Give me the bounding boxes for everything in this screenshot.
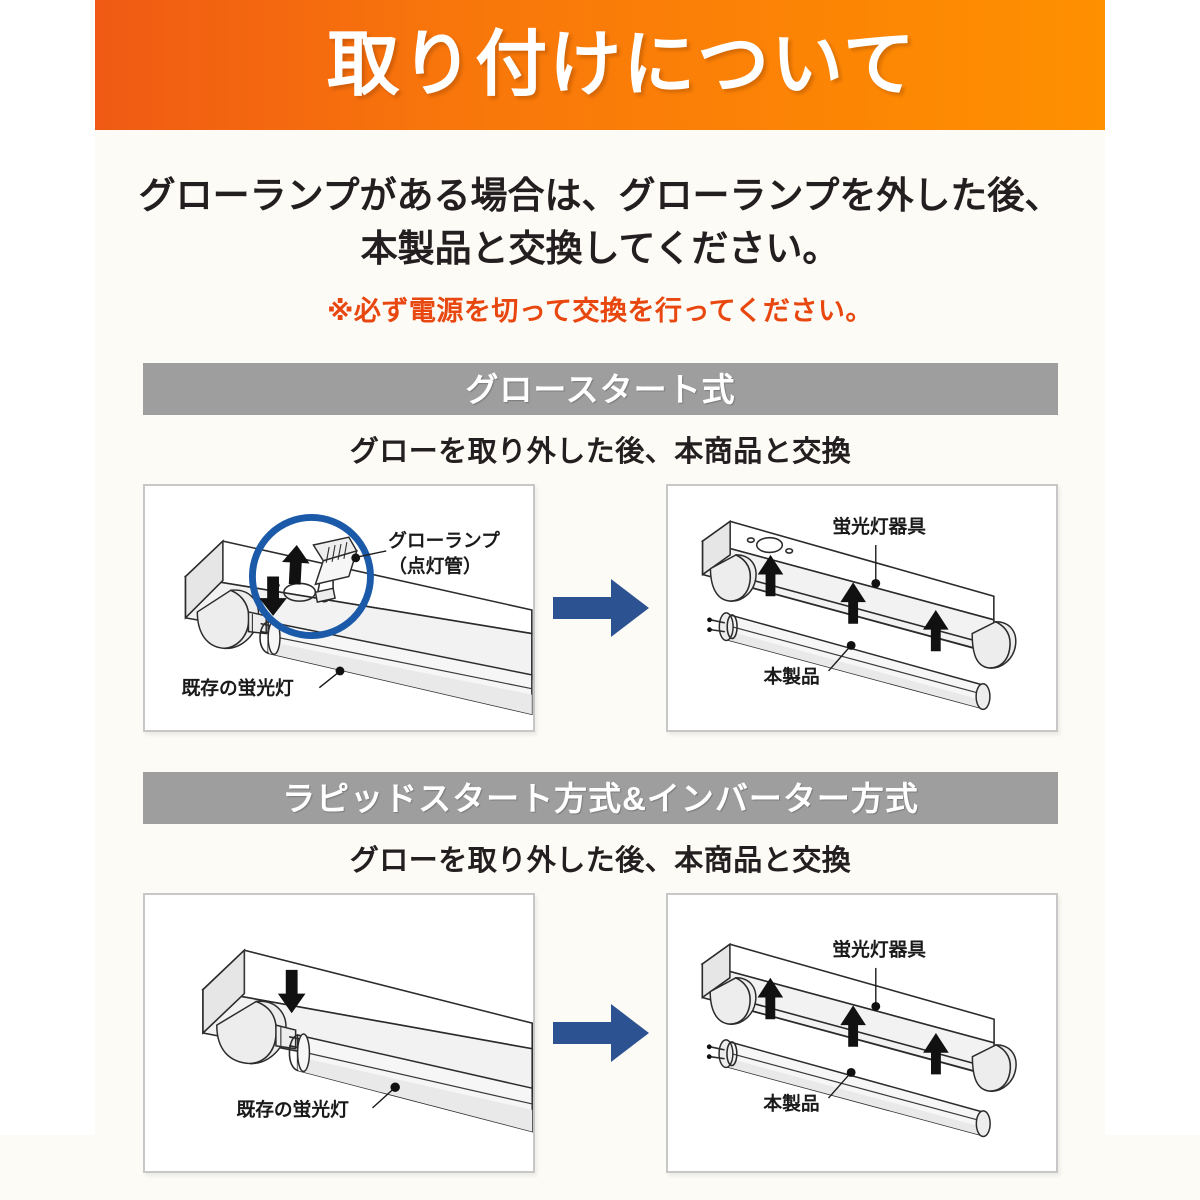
label-fixture: 蛍光灯器具	[832, 516, 926, 537]
section-header-label: ラピッドスタート方式&インバーター方式	[282, 779, 919, 817]
figure-after-glow: 蛍光灯器具 本製品	[666, 484, 1058, 732]
figure-before-rapid: 既存の蛍光灯	[143, 893, 535, 1173]
intro-line-1: グローランプがある場合は、グローランプを外した後、	[138, 175, 1062, 216]
label-existing-tube: 既存の蛍光灯	[182, 678, 294, 699]
figure-before-glow: グローランプ （点灯管） 既存の蛍光灯	[143, 484, 535, 732]
label-glow-lamp-line2: （点灯管）	[388, 556, 481, 577]
label-product: 本製品	[763, 666, 820, 687]
header-banner: 取り付けについて	[95, 0, 1105, 130]
intro-text-block: グローランプがある場合は、グローランプを外した後、 本製品と交換してください。 …	[95, 170, 1105, 328]
arrow-right-icon	[552, 1004, 649, 1062]
transition-arrow-glow	[535, 484, 666, 732]
figure-row-rapid: 既存の蛍光灯	[143, 893, 1058, 1173]
arrow-right-icon	[552, 579, 649, 637]
section-glow-start: グロースタート式 グローを取り外した後、本商品と交換	[143, 363, 1058, 732]
transition-arrow-rapid	[535, 893, 666, 1173]
intro-line-2: 本製品と交換してください。	[360, 227, 840, 269]
page-title: 取り付けについて	[327, 25, 917, 105]
section-rapid-inverter: ラピッドスタート方式&インバーター方式 グローを取り外した後、本商品と交換	[143, 772, 1058, 1173]
label-fixture: 蛍光灯器具	[832, 939, 926, 960]
section-header-bar: ラピッドスタート方式&インバーター方式	[143, 772, 1058, 824]
section-subtitle: グローを取り外した後、本商品と交換	[349, 436, 852, 468]
section-subtitle: グローを取り外した後、本商品と交換	[349, 845, 852, 877]
section-header-label: グロースタート式	[465, 370, 736, 408]
section-header-bar: グロースタート式	[143, 363, 1058, 415]
label-product: 本製品	[762, 1093, 819, 1114]
figure-after-rapid: 蛍光灯器具 本製品	[666, 893, 1058, 1173]
label-existing-tube: 既存の蛍光灯	[236, 1099, 349, 1120]
figure-row-glow: グローランプ （点灯管） 既存の蛍光灯	[143, 484, 1058, 732]
label-glow-lamp-line1: グローランプ	[388, 530, 500, 551]
intro-warning-note: ※必ず電源を切って交換を行ってください。	[327, 296, 873, 327]
